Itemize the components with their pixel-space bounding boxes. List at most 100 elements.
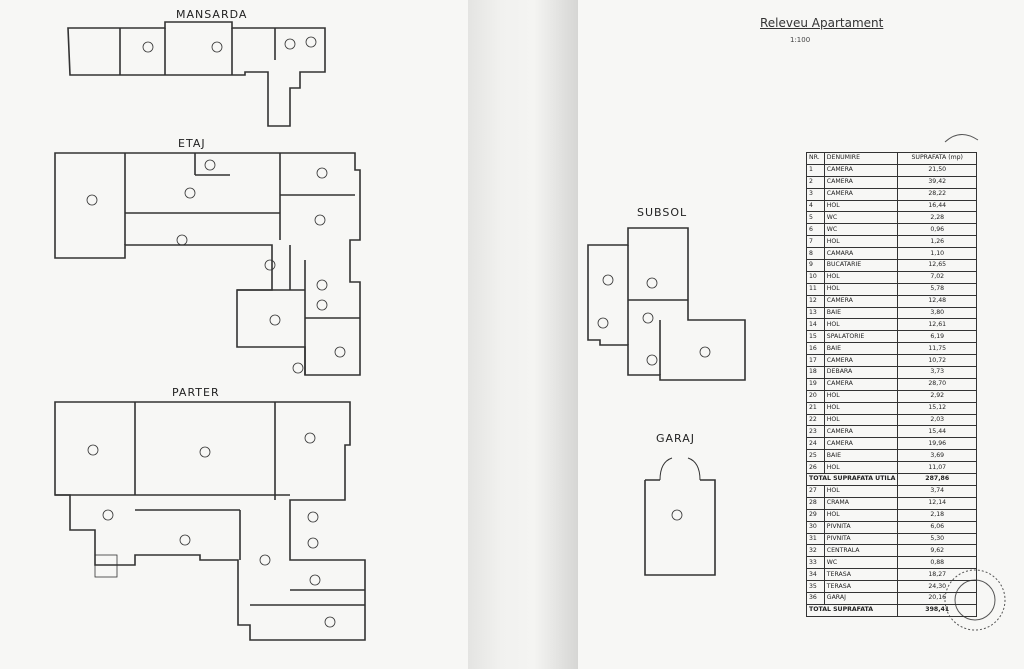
row-number: 14	[806, 318, 825, 332]
row-number: 32	[806, 544, 825, 558]
row-number: 29	[806, 508, 825, 522]
row-number: 36	[806, 591, 825, 605]
room-area: 2,18	[897, 508, 977, 522]
room-area: 5,30	[897, 532, 977, 546]
row-number: 20	[806, 389, 825, 403]
scale-label: 1:100	[790, 36, 811, 44]
room-name: HOL	[823, 389, 899, 403]
room-area: 6,06	[897, 520, 977, 534]
room-area: 10,72	[897, 354, 977, 368]
room-area: 20,16	[897, 591, 977, 605]
room-name: HOL	[823, 318, 899, 332]
room-name: CAMERA	[823, 187, 899, 201]
plan-mansarda	[67, 21, 326, 127]
row-number: 15	[806, 330, 825, 344]
room-name: GARAJ	[823, 591, 899, 605]
document-title: Releveu Apartament	[760, 16, 884, 30]
room-name: PIVNITA	[823, 520, 899, 534]
room-area: 18,27	[897, 568, 977, 582]
row-number: 3	[806, 187, 825, 201]
room-name: HOL	[823, 199, 899, 213]
room-area: 5,78	[897, 282, 977, 296]
room-area: 16,44	[897, 199, 977, 213]
room-name: PIVNITA	[823, 532, 899, 546]
room-area: 2,03	[897, 413, 977, 427]
subtotal-row-value: 287,86	[897, 473, 977, 486]
room-name: HOL	[823, 235, 899, 249]
subtotal-row-label: TOTAL SUPRAFATA UTILA	[805, 473, 899, 486]
room-area: 7,02	[897, 270, 977, 284]
total-row-value: 398,41	[897, 603, 977, 617]
room-name: CENTRALA	[823, 544, 899, 558]
room-area: 3,73	[897, 366, 977, 379]
signature	[944, 134, 979, 143]
room-area: 19,96	[897, 437, 977, 451]
section-mansarda: MANSARDA	[176, 8, 248, 21]
plan-garaj	[644, 457, 716, 576]
room-name: DEBARA	[823, 366, 899, 379]
row-number: 17	[806, 354, 825, 368]
room-name: CAMERA	[823, 425, 899, 439]
room-name: CAMERA	[823, 354, 899, 368]
room-name: BAIE	[823, 306, 899, 320]
room-name: CAMERA	[823, 437, 899, 451]
room-name: CAMERA	[823, 294, 899, 308]
row-number: 28	[806, 496, 825, 510]
room-area: 11,75	[897, 342, 977, 356]
room-name: TERASA	[823, 568, 899, 582]
row-number: 16	[806, 342, 825, 356]
section-garaj: GARAJ	[656, 432, 696, 445]
section-etaj: ETAJ	[178, 137, 206, 150]
row-number: 10	[806, 270, 825, 284]
row-number: 12	[806, 294, 825, 308]
header-suprafata: SUPRAFATA (mp)	[897, 152, 977, 165]
plan-parter	[54, 401, 366, 641]
page-gutter	[468, 0, 578, 669]
section-parter: PARTER	[172, 386, 220, 399]
room-area: 15,44	[897, 425, 977, 439]
room-area: 6,19	[897, 330, 977, 344]
plan-subsol	[587, 227, 746, 381]
row-number: 19	[806, 377, 825, 391]
row-number: 34	[806, 568, 825, 582]
header-nr: NR.	[806, 152, 825, 165]
room-name: CAMERA	[823, 377, 899, 391]
plan-etaj	[54, 152, 361, 376]
row-number: 4	[806, 199, 825, 213]
room-area: 1,10	[897, 247, 977, 261]
table-header: NR. DENUMIRE SUPRAFATA (mp)	[806, 152, 977, 165]
total-row-label: TOTAL SUPRAFATA	[805, 603, 899, 617]
room-area: 12,65	[897, 259, 977, 272]
room-name: HOL	[823, 401, 899, 415]
room-name: HOL	[823, 461, 899, 475]
room-area: 0,96	[897, 223, 977, 237]
row-number: 26	[806, 461, 825, 475]
room-area: 0,88	[897, 556, 977, 570]
room-area: 39,42	[897, 175, 977, 189]
room-area: 12,61	[897, 318, 977, 332]
room-area: 12,48	[897, 294, 977, 308]
